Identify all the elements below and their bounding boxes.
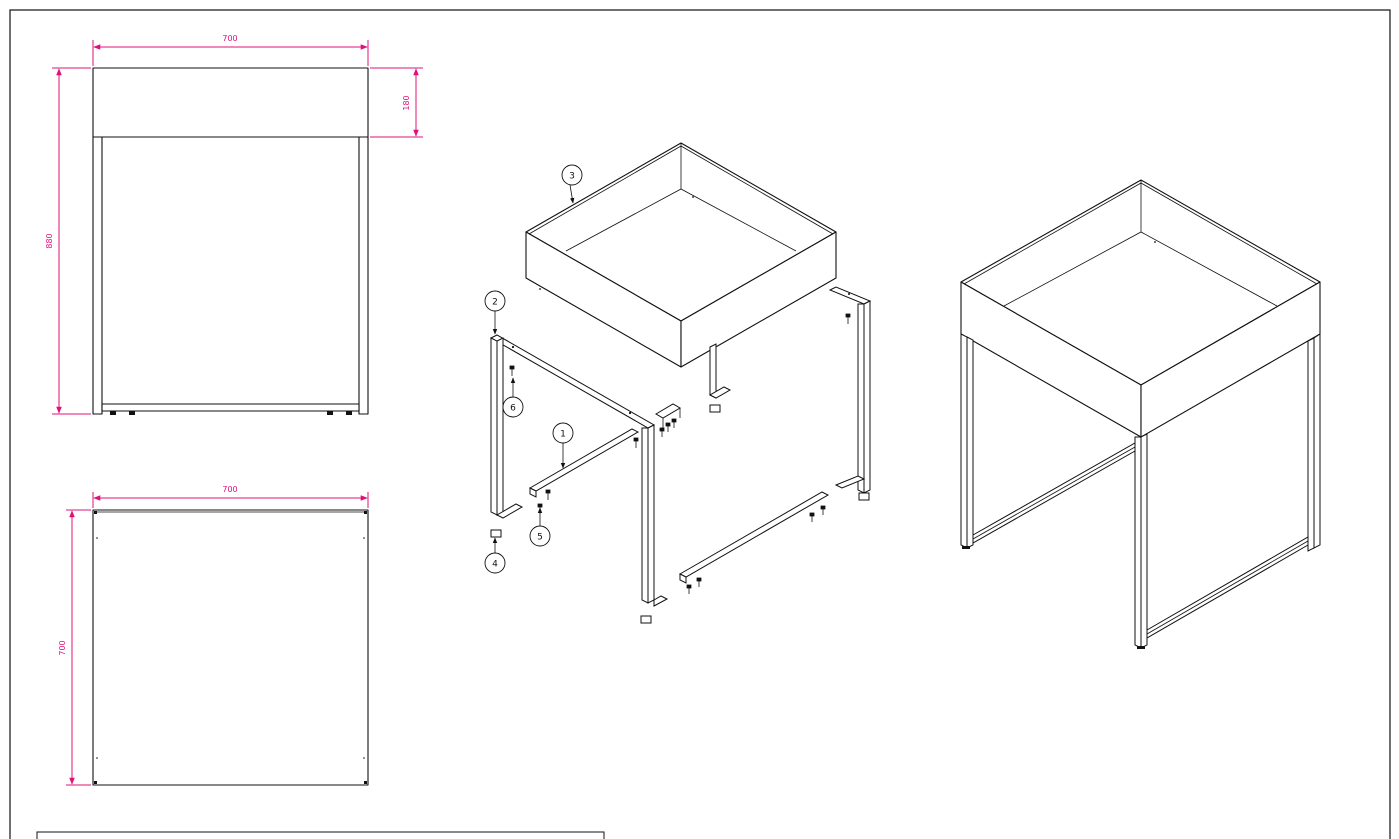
svg-text:5: 5 xyxy=(537,533,543,543)
front-view: 700 880 180 xyxy=(45,34,423,415)
box-height-dimension: 180 xyxy=(402,95,411,110)
assembled-leg-right xyxy=(1307,337,1315,552)
balloon-2: 2 xyxy=(484,290,506,312)
title-block xyxy=(36,831,605,839)
assembled-leg-front xyxy=(1134,436,1142,649)
balloon-1: 1 xyxy=(552,422,574,444)
balloon-3: 3 xyxy=(561,164,583,186)
exploded-foot xyxy=(640,615,652,624)
balloon-5: 5 xyxy=(529,525,551,547)
foot xyxy=(327,411,333,415)
front-box xyxy=(92,67,369,138)
exploded-foot xyxy=(858,492,870,501)
exploded-tray-box xyxy=(525,142,837,368)
exploded-screws xyxy=(509,313,851,594)
top-view-outline xyxy=(92,509,369,786)
foot xyxy=(129,411,135,415)
foot xyxy=(110,411,116,415)
top-width-dimension: 700 xyxy=(222,485,237,494)
exploded-rail-1 xyxy=(528,428,640,492)
exploded-rail-2 xyxy=(678,491,830,578)
exploded-right-frame xyxy=(708,286,872,494)
exploded-foot xyxy=(490,529,502,538)
exploded-view: 3 2 1 6 5 4 xyxy=(484,142,872,624)
top-depth-dimension: 700 xyxy=(58,640,67,655)
balloon-6: 6 xyxy=(502,396,524,418)
front-left-leg xyxy=(92,136,103,415)
top-view: 700 700 xyxy=(58,485,369,786)
svg-text:2: 2 xyxy=(492,298,498,308)
svg-text:6: 6 xyxy=(510,404,516,414)
svg-text:4: 4 xyxy=(492,560,498,570)
assembled-view xyxy=(960,179,1321,649)
front-bottom-rail xyxy=(101,403,360,412)
foot xyxy=(346,411,352,415)
balloon-4: 4 xyxy=(484,552,506,574)
exploded-left-frame xyxy=(489,334,681,607)
total-height-dimension: 880 xyxy=(45,233,54,248)
sheet-border xyxy=(9,9,1391,839)
svg-text:3: 3 xyxy=(569,172,575,182)
svg-text:1: 1 xyxy=(560,430,566,440)
front-width-dimension: 700 xyxy=(222,34,237,43)
exploded-foot xyxy=(709,404,721,413)
assembled-leg-left xyxy=(960,333,968,549)
front-right-leg xyxy=(358,136,369,415)
